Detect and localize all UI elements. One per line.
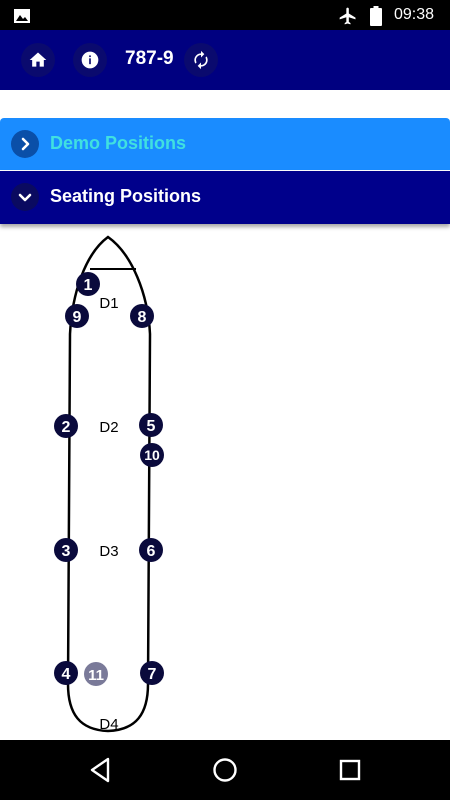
status-bar: 09:38 <box>0 0 450 30</box>
battery-icon <box>370 6 382 26</box>
seat-position-1[interactable]: 1 <box>76 272 100 296</box>
image-icon <box>14 9 30 23</box>
navigation-bar <box>0 740 450 800</box>
fuselage-outline <box>66 235 152 733</box>
svg-text:11: 11 <box>88 667 104 684</box>
svg-text:9: 9 <box>73 309 82 326</box>
door-label-d4: D4 <box>99 716 118 733</box>
seat-position-4[interactable]: 4 <box>54 661 78 685</box>
svg-text:4: 4 <box>62 666 71 683</box>
refresh-icon <box>194 50 208 70</box>
svg-text:6: 6 <box>147 543 156 560</box>
info-button[interactable] <box>73 43 107 77</box>
svg-text:7: 7 <box>148 666 157 683</box>
home-icon <box>29 52 47 67</box>
back-icon[interactable] <box>88 756 112 784</box>
demo-positions-title: Demo Positions <box>50 133 187 153</box>
airplane-mode-icon <box>339 7 356 25</box>
seating-diagram: D1 D2 D3 D4 1 9 8 2 5 10 3 <box>0 224 450 740</box>
home-button[interactable] <box>21 43 55 77</box>
seating-positions-title: Seating Positions <box>50 186 202 206</box>
seat-position-7[interactable]: 7 <box>140 661 164 685</box>
status-time: 09:38 <box>394 6 435 23</box>
seat-position-3[interactable]: 3 <box>54 538 78 562</box>
seat-position-5[interactable]: 5 <box>139 413 163 437</box>
svg-text:1: 1 <box>84 277 93 294</box>
home-circle-icon[interactable] <box>212 756 238 784</box>
info-icon <box>81 51 99 69</box>
seat-position-9[interactable]: 9 <box>65 304 89 328</box>
door-label-d2: D2 <box>99 419 118 436</box>
seat-position-6[interactable]: 6 <box>139 538 163 562</box>
svg-text:10: 10 <box>144 447 160 463</box>
seating-positions-header[interactable]: Seating Positions <box>0 171 450 224</box>
svg-text:3: 3 <box>62 543 71 560</box>
refresh-button[interactable] <box>184 43 218 77</box>
demo-positions-header[interactable]: Demo Positions <box>0 118 450 170</box>
svg-text:8: 8 <box>138 309 147 326</box>
recents-icon[interactable] <box>338 756 362 784</box>
door-label-d3: D3 <box>99 543 118 560</box>
seat-position-8[interactable]: 8 <box>130 304 154 328</box>
app-bar: 787-9 <box>0 30 450 90</box>
svg-text:2: 2 <box>62 419 71 436</box>
seat-position-11[interactable]: 11 <box>84 662 108 686</box>
door-label-d1: D1 <box>99 295 118 312</box>
svg-text:5: 5 <box>147 418 156 435</box>
seat-position-2[interactable]: 2 <box>54 414 78 438</box>
seat-position-10[interactable]: 10 <box>140 443 164 467</box>
aircraft-title: 787-9 <box>125 48 174 69</box>
chevron-down-icon <box>11 183 39 211</box>
chevron-right-icon <box>11 130 39 158</box>
